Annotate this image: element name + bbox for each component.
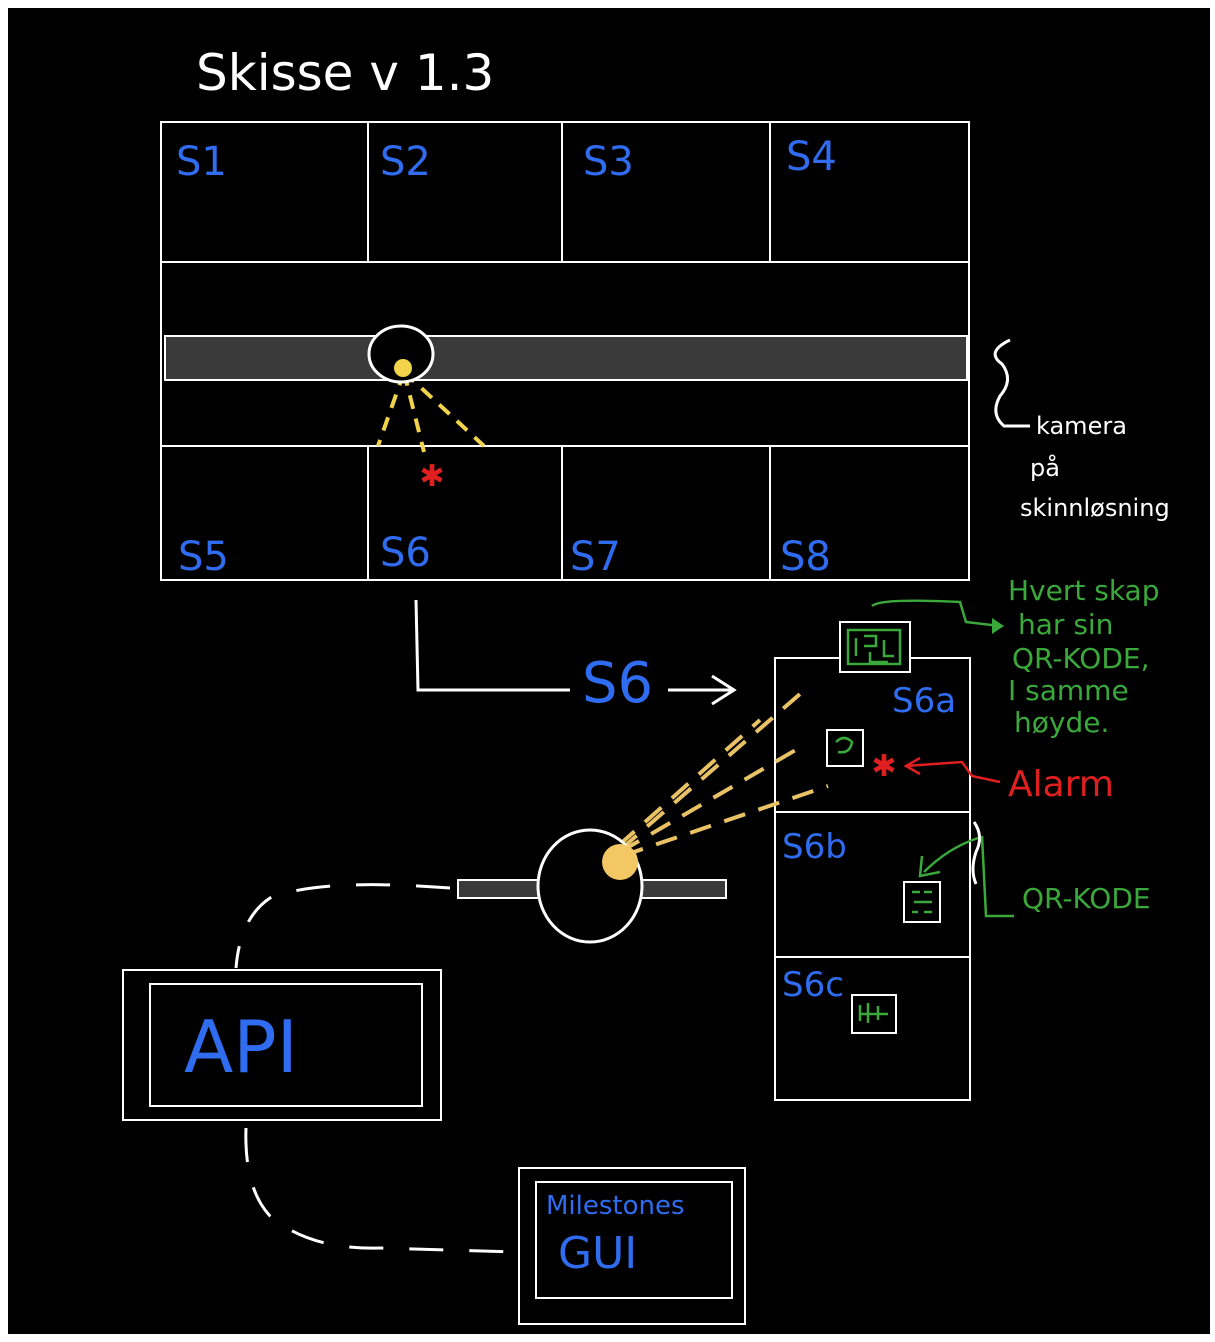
api-to-gui-link xyxy=(244,1127,519,1254)
gui-label-gui: GUI xyxy=(558,1228,637,1279)
qr-s6c xyxy=(851,994,897,1034)
zoom-label: S6 xyxy=(582,651,653,716)
alarm-marker-s6a: ✱ xyxy=(871,749,896,784)
cell-label-s6: S6 xyxy=(380,530,431,576)
qr-note-line-1: Hvert skap xyxy=(1008,574,1159,607)
cell-label-s8: S8 xyxy=(780,534,831,580)
qr-note-line-3: QR-KODE, xyxy=(1012,642,1149,675)
gui-outer-border xyxy=(518,1167,746,1325)
floor-plan: ✱ S1 S2 S3 S4 S5 S6 S7 S8 xyxy=(160,121,970,581)
alarm-note: Alarm xyxy=(903,756,1114,805)
gui-label-milestones: Milestones xyxy=(546,1191,685,1221)
cell-label-s1: S1 xyxy=(176,139,227,185)
sketch-title: Skisse v 1.3 xyxy=(196,44,494,102)
cabinet-s6: S6a S6b S6c ✱ xyxy=(774,621,981,1101)
camera-rail xyxy=(164,335,968,381)
zoom-connector xyxy=(414,599,570,692)
qr-s6a xyxy=(826,729,864,767)
qr-code-note: QR-KODE xyxy=(918,835,1151,918)
gui-inner-border xyxy=(535,1181,733,1299)
cell-label-s4: S4 xyxy=(786,134,837,180)
api-inner-border xyxy=(149,983,423,1107)
cell-label-s5: S5 xyxy=(178,534,229,580)
cell-label-s3: S3 xyxy=(583,139,634,185)
rail-camera xyxy=(367,324,486,453)
cell-label-s7: S7 xyxy=(570,534,621,580)
api-label: API xyxy=(184,1005,298,1089)
camera-note-line-1: kamera xyxy=(1036,412,1127,440)
qr-note-line-4: I samme xyxy=(1008,674,1129,707)
gui-box: Milestones GUI xyxy=(518,1167,746,1325)
zoom-arrow xyxy=(668,674,737,706)
qr-note-line-5: høyde. xyxy=(1014,706,1109,739)
qr-s6b xyxy=(903,881,941,923)
camera-note-line-2: på xyxy=(1030,453,1060,482)
qr-note-line-2: har sin xyxy=(1018,608,1113,641)
alarm-label: Alarm xyxy=(1008,764,1114,805)
api-box: API xyxy=(122,969,442,1121)
qr-code-label: QR-KODE xyxy=(1022,882,1151,915)
floor-plan-border xyxy=(160,121,970,581)
camera-note-line-3: skinnløsning xyxy=(1020,494,1170,522)
camera-to-api-link xyxy=(234,883,451,969)
camera-note: kamera på skinnløsning xyxy=(993,338,1170,522)
alarm-marker-s6: ✱ xyxy=(419,459,444,494)
api-outer-border xyxy=(122,969,442,1121)
drawing-background xyxy=(8,8,1210,1334)
sub-cell-s6b: S6b xyxy=(782,827,847,867)
sub-cell-s6a: S6a xyxy=(892,681,956,721)
sub-cell-s6c: S6c xyxy=(782,965,844,1005)
cabinet-camera xyxy=(457,692,829,944)
qr-each-cabinet-note: Hvert skap har sin QR-KODE, I samme høyd… xyxy=(871,574,1159,739)
cell-label-s2: S2 xyxy=(380,139,431,185)
